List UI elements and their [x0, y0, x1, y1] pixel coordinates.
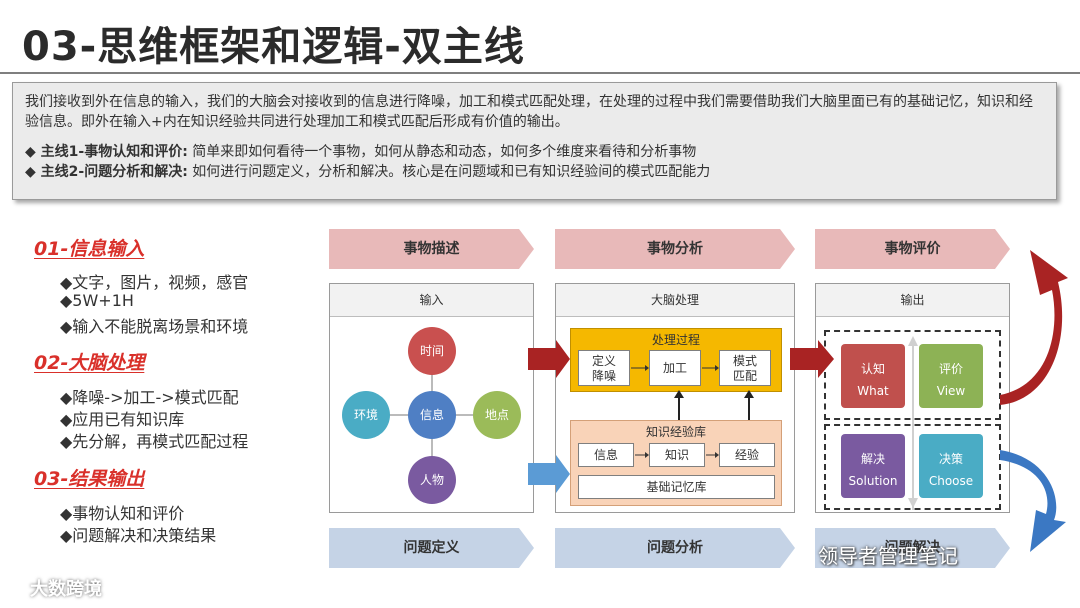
red-curve-arrow	[1000, 250, 1068, 405]
section-input-item: ◆文字，图片，视频，感官	[60, 273, 249, 292]
watermark-right: 领导者管理笔记	[818, 544, 958, 568]
summary-intro: 我们接收到外在信息的输入，我们的大脑会对接收到的信息进行降噪，加工和模式匹配处理…	[25, 94, 1033, 130]
memory-box: 基础记忆库	[578, 475, 775, 499]
quad-view-cn: 评价	[938, 362, 963, 376]
kb-title: 知识经验库	[645, 425, 706, 439]
kb-knowledge-box: 知识	[649, 443, 705, 467]
quad-view: 评价 View	[919, 344, 983, 408]
section-brain-item: ◆应用已有知识库	[60, 410, 185, 429]
process-title: 处理过程	[651, 333, 700, 347]
output-panel: 输出 认知 What 评价 View 解决 Solution 决策 Choose	[815, 283, 1010, 513]
banner-problem-analyze-label: 问题分析	[647, 540, 703, 556]
circle-place: 地点	[473, 391, 521, 439]
process-transform-box: 加工	[649, 350, 701, 386]
banner-evaluate-label: 事物评价	[884, 241, 941, 257]
quad-what: 认知 What	[841, 344, 905, 408]
quad-what-cn: 认知	[860, 362, 885, 376]
banner-solve: 问题解决	[815, 528, 1010, 568]
kb-info-box: 信息	[578, 443, 634, 467]
circle-info: 信息	[408, 391, 456, 439]
quad-view-en: View	[936, 384, 966, 398]
quad-choose: 决策 Choose	[919, 434, 983, 498]
summary-line-2: ◆ 主线2-问题分析和解决: 如何进行问题定义，分析和解决。核心是在问题域和已有…	[25, 162, 1044, 182]
circle-person: 人物	[408, 456, 456, 504]
circle-time: 时间	[408, 327, 456, 375]
watermark-left: 大数跨境	[30, 579, 102, 600]
banner-analyze-label: 事物分析	[647, 241, 703, 257]
summary-line-2-text: 如何进行问题定义，分析和解决。核心是在问题域和已有知识经验间的模式匹配能力	[192, 164, 711, 180]
section-brain-item: ◆降噪->加工->模式匹配	[60, 388, 239, 407]
banner-define-label: 问题定义	[403, 540, 460, 556]
summary-box: 我们接收到外在信息的输入，我们的大脑会对接收到的信息进行降噪，加工和模式匹配处理…	[12, 82, 1057, 200]
section-title-input: 01-信息输入	[34, 238, 145, 260]
section-input-item: ◆输入不能脱离场景和环境	[60, 317, 249, 336]
section-output-item: ◆问题解决和决策结果	[60, 526, 217, 545]
section-title-output: 03-结果输出	[34, 468, 145, 490]
section-output-item: ◆事物认知和评价	[60, 504, 185, 523]
banner-describe: 事物描述	[329, 229, 534, 269]
banner-define: 问题定义	[329, 528, 534, 568]
kb-experience-box: 经验	[719, 443, 775, 467]
banner-solve-label: 问题解决	[884, 540, 941, 556]
output-panel-header: 输出	[816, 284, 1009, 317]
page-title: 03-思维框架和逻辑-双主线	[22, 24, 525, 70]
quad-solution: 解决 Solution	[841, 434, 905, 498]
banner-evaluate: 事物评价	[815, 229, 1010, 269]
quad-choose-en: Choose	[928, 474, 974, 488]
quad-solution-cn: 解决	[860, 452, 885, 466]
banner-analyze: 事物分析	[555, 229, 795, 269]
summary-line-2-label: ◆ 主线2-问题分析和解决:	[25, 164, 188, 180]
banner-describe-label: 事物描述	[403, 241, 460, 257]
section-input-item: ◆5W+1H	[60, 291, 134, 310]
section-title-brain: 02-大脑处理	[34, 352, 145, 374]
kb-area: 知识经验库 信息 知识 经验 基础记忆库	[570, 420, 782, 506]
process-match-box: 模式 匹配	[719, 350, 771, 386]
process-area: 处理过程 定义 降噪 加工 模式 匹配	[570, 328, 782, 392]
brain-panel: 大脑处理 处理过程 定义 降噪 加工 模式 匹配 知识经验库 信息 知识 经验 …	[555, 283, 795, 513]
banner-problem-analyze: 问题分析	[555, 528, 795, 568]
brain-panel-header: 大脑处理	[556, 284, 794, 317]
process-denoise-box: 定义 降噪	[578, 350, 630, 386]
circle-environment: 环境	[342, 391, 390, 439]
title-divider	[0, 72, 1080, 74]
quad-choose-cn: 决策	[938, 452, 963, 466]
section-brain-item: ◆先分解，再模式匹配过程	[60, 432, 249, 451]
quad-solution-en: Solution	[848, 474, 898, 488]
quad-what-en: What	[857, 384, 889, 398]
summary-line-1-label: ◆ 主线1-事物认知和评价:	[25, 144, 188, 160]
input-panel: 输入 信息 时间 环境 地点 人物	[329, 283, 534, 513]
summary-line-1: ◆ 主线1-事物认知和评价: 简单来即如何看待一个事物，如何从静态和动态，如何多…	[25, 142, 1044, 162]
summary-line-1-text: 简单来即如何看待一个事物，如何从静态和动态，如何多个维度来看待和分析事物	[192, 144, 697, 160]
input-panel-header: 输入	[330, 284, 533, 317]
